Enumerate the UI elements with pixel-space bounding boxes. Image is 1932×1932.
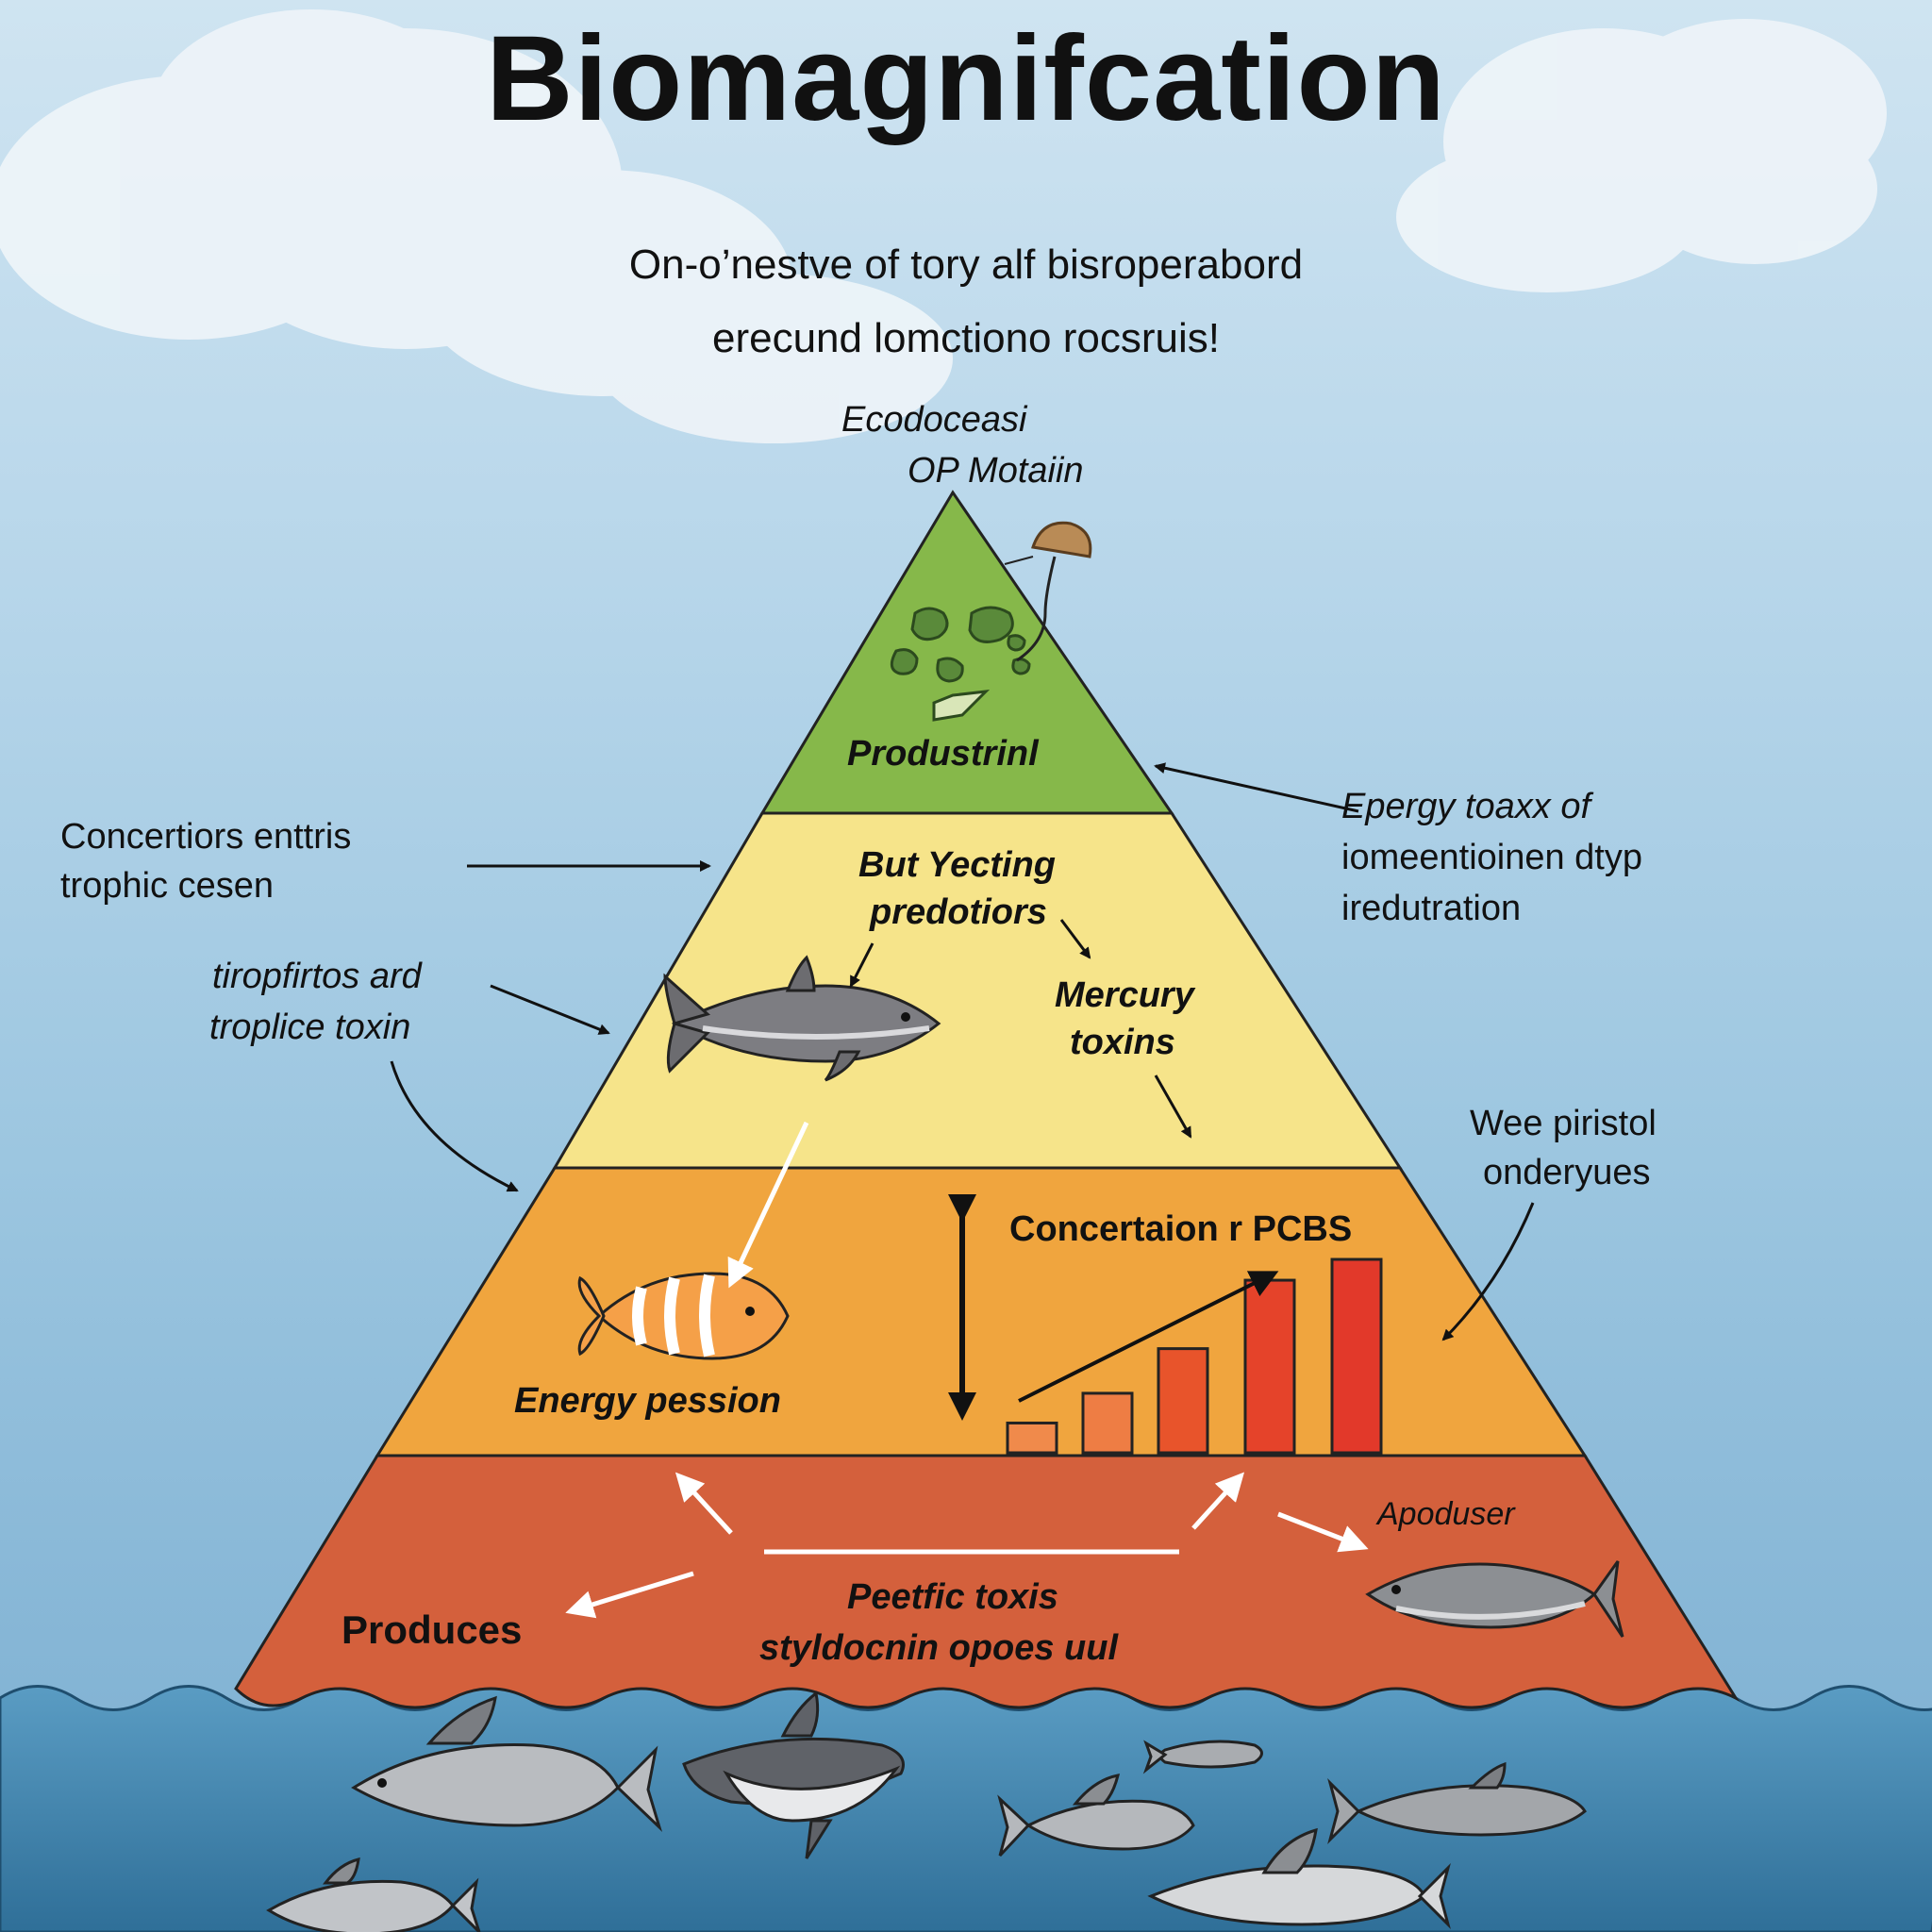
apex-label-line-1: Ecodoceasi [841, 400, 1027, 440]
callout-left-top-line-1: Concertiors enttris [60, 817, 352, 857]
page-title: Biomagnifcation [486, 11, 1446, 146]
base-text-line-2: styldocnin opoes uul [759, 1628, 1119, 1668]
callout-left-top-line-2: trophic cesen [60, 866, 275, 906]
pcb-bar-3 [1157, 1347, 1209, 1455]
pcb-bar-2 [1081, 1391, 1134, 1455]
tier-middle-label: Energy pession [514, 1381, 781, 1421]
subtitle-line-2: erecund lomctiono rocsruis! [711, 315, 1220, 361]
arrow-predators-right [1059, 919, 1091, 959]
arrow-predators-left [849, 942, 874, 988]
shark-icon [663, 955, 941, 1082]
energy-flow-arrow-2 [675, 1472, 733, 1535]
subtitle-line-1: On-o’nestve of tory alf bisroperabord [628, 242, 1304, 288]
tier-top-label: Produstrinl [847, 734, 1039, 774]
mercury-label-line-1: Mercury [1055, 975, 1194, 1015]
tier-upper-label-line-1: But Yecting [858, 845, 1057, 885]
tier-base [234, 1454, 1740, 1709]
pcb-trend-arrow [1018, 1271, 1279, 1403]
base-text-line-1: Peetfic toxis [847, 1577, 1058, 1617]
fish-icon-base [1365, 1560, 1624, 1638]
tier-base-label: Produces [341, 1607, 523, 1652]
page-subtitle: On-o’nestve of tory alf bisroperabord er… [0, 228, 1932, 375]
cloud-left [0, 9, 953, 443]
callout-arrow-right-mid [1441, 1202, 1535, 1341]
callout-arrow-right-top [1154, 762, 1359, 813]
callout-right-top-line-2: iomeentioinen dtyp [1341, 838, 1642, 877]
callout-arrow-left-mid-1 [490, 984, 610, 1035]
arrow-mercury-down [1154, 1074, 1192, 1139]
apoduser-label: Apoduser [1377, 1496, 1515, 1532]
pcb-bar-1 [1006, 1421, 1058, 1455]
energy-flow-arrow-5 [1277, 1511, 1369, 1553]
mercury-label-line-2: toxins [1070, 1023, 1175, 1062]
pcb-bar-5 [1330, 1257, 1383, 1455]
fish-icon-underwater-6 [266, 1857, 481, 1932]
callout-right-mid-line-1: Wee piristol [1470, 1104, 1657, 1143]
fish-icon-underwater-3 [997, 1774, 1195, 1857]
fish-icon-underwater-4 [1327, 1761, 1587, 1845]
callout-right-top-line-1: Epergy toaxx of [1341, 787, 1591, 826]
cloud-right [1396, 19, 1887, 292]
energy-flow-arrow-6 [565, 1571, 694, 1619]
fish-icon-underwater-2 [1142, 1740, 1263, 1774]
apex-label-line-2: OP Motaiin [908, 451, 1084, 491]
callout-right-top-line-3: iredutration [1341, 889, 1522, 928]
energy-flow-arrow-4 [1191, 1472, 1245, 1530]
pcb-bar-chart [1006, 1257, 1383, 1455]
tier-upper-label-line-2: predotiors [870, 892, 1047, 932]
callout-arrow-left-mid-2 [390, 1060, 519, 1192]
ocean [0, 1685, 1932, 1932]
pcb-bar-4 [1243, 1278, 1296, 1455]
fish-icon-underwater-5 [1147, 1827, 1451, 1930]
callout-left-mid-line-1: tiropfirtos ard [212, 957, 422, 996]
clownfish-icon [577, 1272, 790, 1360]
pcb-label: Concertaion r PCBS [1009, 1209, 1353, 1249]
callout-right-mid-line-2: onderyues [1483, 1153, 1651, 1192]
fish-icon-underwater-1 [351, 1695, 663, 1833]
snail-icon [1004, 521, 1092, 662]
callout-left-mid-line-2: troplice toxin [209, 1008, 411, 1047]
shark-icon-underwater [682, 1690, 905, 1859]
algae-icon [890, 606, 1031, 722]
energy-flow-arrow-1 [727, 1121, 809, 1289]
